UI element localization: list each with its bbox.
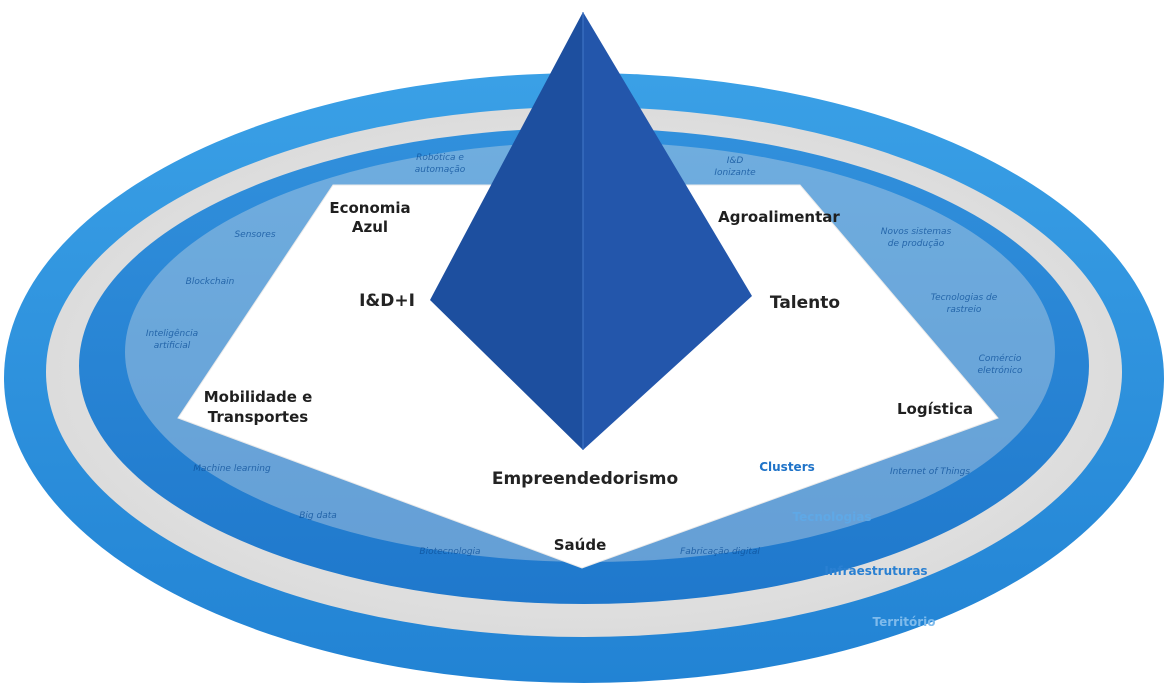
tech-label: eletrónico [978,365,1023,376]
tech-label: artificial [154,341,191,351]
cluster-economia-azul-label: Economia [329,199,410,217]
cluster-labels: Economia Azul Agroalimentar Mobilidade e… [204,199,973,554]
infrastructure-ring-label: Infraestruturas [824,564,927,578]
cluster-saude-label: Saúde [554,536,607,554]
ring-labels: Clusters Tecnologias Infraestruturas Ter… [759,460,935,629]
tech-label: Inteligência [146,328,198,339]
tech-label: Tecnologias de [931,293,998,303]
cluster-logistica-label: Logística [897,400,973,418]
pyramid-empreendedorismo-label: Empreendedorismo [492,469,678,489]
tech-label: Big data [299,511,337,521]
pyramid-labels: I&D+I Talento Empreendedorismo [359,291,840,489]
tech-label: Fabricação digital [680,547,760,557]
territory-ring-label: Território [873,615,936,629]
pyramid-idi-label: I&D+I [359,291,415,311]
cluster-agroalimentar-label: Agroalimentar [718,208,840,226]
tech-label: Sensores [234,230,275,240]
cluster-mobilidade-label: Mobilidade e [204,388,313,406]
cluster-economia-azul-label: Azul [352,218,388,236]
tech-label: Novos sistemas [881,227,952,237]
tech-label: Robótica e [416,152,464,163]
technologies-ring-label: Tecnologias [793,510,872,524]
tech-label: Internet of Things [890,467,970,477]
pyramid-talento-label: Talento [770,293,840,313]
tech-label: Machine learning [193,464,271,474]
cluster-mobilidade-label: Transportes [208,408,308,426]
pyramid-right-face [583,12,752,450]
tech-label: rastreio [947,305,982,315]
tech-label: automação [415,165,466,175]
tech-label: Ionizante [714,168,756,178]
tech-label: Blockchain [186,277,235,287]
technology-labels: Robótica e automação I&D Ionizante Senso… [146,152,1023,557]
pyramid [430,12,752,450]
pyramid-left-face [430,12,583,450]
tech-label: Biotecnologia [419,547,480,557]
clusters-ring-label: Clusters [759,460,815,474]
tech-label: Comércio [979,353,1022,364]
tech-label: I&D [727,156,744,166]
tech-label: de produção [888,239,945,249]
